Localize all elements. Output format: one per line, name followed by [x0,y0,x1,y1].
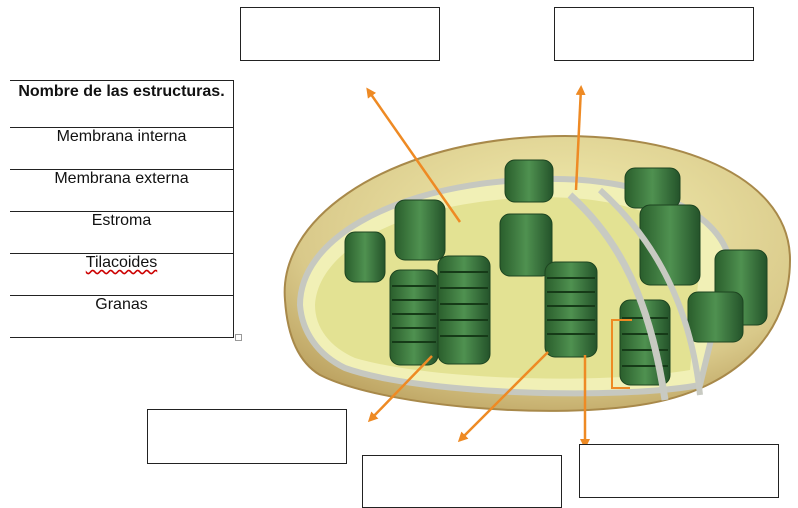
table-row: Membrana interna [10,128,234,170]
answer-box-top-left[interactable] [240,7,440,61]
answer-box-bottom-right[interactable] [579,444,779,498]
answer-box-bottom-left[interactable] [147,409,347,464]
answer-box-bottom-middle[interactable] [362,455,562,508]
table-header: Nombre de las estructuras. [10,81,234,128]
table-row: Tilacoides [10,254,234,296]
table-row: Membrana externa [10,170,234,212]
answer-box-top-right[interactable] [554,7,754,61]
table-row: Estroma [10,212,234,254]
resize-handle[interactable] [235,334,242,341]
structure-names-table: Nombre de las estructuras. Membrana inte… [10,80,234,338]
table-row: Granas [10,296,234,338]
